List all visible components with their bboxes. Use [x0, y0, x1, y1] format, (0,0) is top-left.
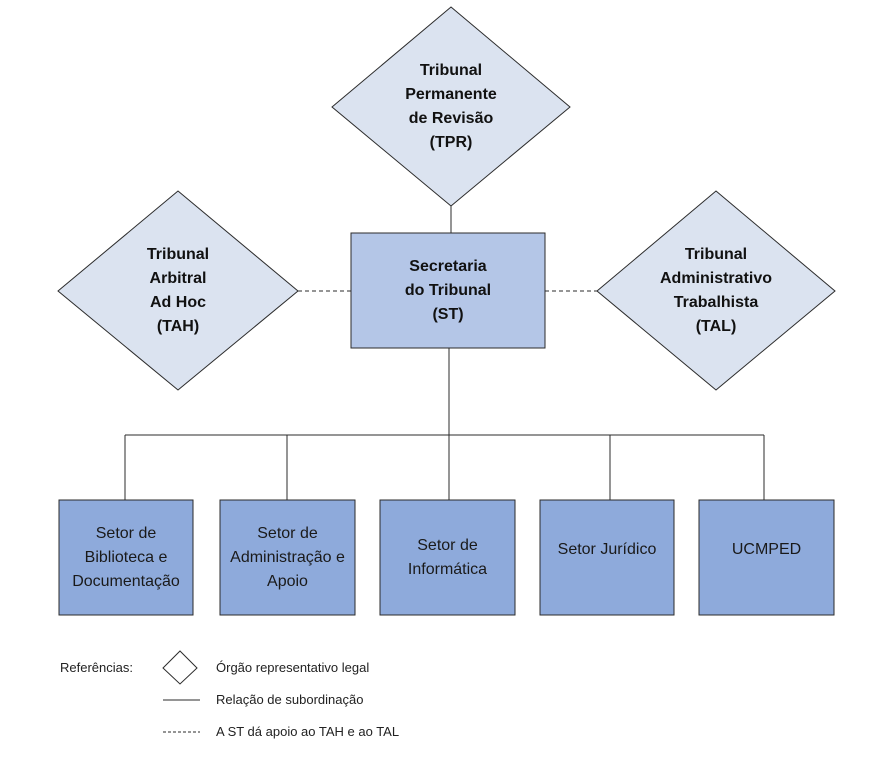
sector-1-line-1: Setor de: [95, 524, 157, 542]
legend-diamond-label: Órgão representativo legal: [216, 660, 370, 675]
legend-solid-label: Relação de subordinação: [216, 692, 364, 707]
sector-2-line-1: Setor de: [257, 524, 318, 542]
legend-title: Referências:: [60, 660, 133, 675]
sector-box-5: [698, 499, 835, 616]
tpr-diamond: [331, 6, 571, 207]
tah-line-2: Arbitral: [149, 270, 207, 287]
sector-label-ucmped: UCMPED: [699, 500, 834, 600]
sector-label-juridico: Setor Jurídico: [540, 500, 674, 600]
tal-line-2: Administrativo: [659, 270, 772, 287]
sector-1-line-3: Documentação: [72, 572, 180, 590]
sector-label-administracao: Setor de Administração e Apoio: [220, 500, 355, 615]
st-box: [350, 232, 546, 349]
sector-label-biblioteca: Setor de Biblioteca e Documentação: [59, 500, 193, 615]
tah-line-3: Ad Hoc: [150, 294, 206, 311]
tah-label: Tribunal Arbitral Ad Hoc (TAH): [108, 241, 248, 341]
sector-label-informatica: Setor de Informática: [380, 500, 515, 615]
sector-box-2: [219, 499, 356, 616]
legend-dashed-label: A ST dá apoio ao TAH e ao TAL: [216, 724, 400, 739]
tpr-line-2: Permanente: [405, 86, 497, 103]
sector-box-1: [58, 499, 194, 616]
legend-diamond-icon: [162, 650, 198, 685]
tal-label: Tribunal Administrativo Trabalhista (TAL…: [636, 241, 796, 341]
tah-line-1: Tribunal: [146, 246, 210, 263]
tal-line-1: Tribunal: [684, 246, 748, 263]
tal-diamond: [596, 190, 836, 391]
st-line-2: do Tribunal: [404, 281, 492, 299]
st-line-1: Secretaria: [409, 257, 487, 275]
tpr-line-4: (TPR): [429, 134, 473, 151]
tal-line-3: Trabalhista: [673, 294, 759, 311]
tah-line-4: (TAH): [156, 318, 200, 335]
sector-3-line-2: Informática: [407, 560, 488, 578]
sector-4-line-1: Setor Jurídico: [557, 541, 657, 558]
sector-1-line-2: Biblioteca e: [84, 548, 168, 566]
tpr-line-3: de Revisão: [408, 110, 494, 127]
sector-3-line-1: Setor de: [417, 536, 478, 554]
st-label: Secretaria do Tribunal (ST): [351, 233, 545, 348]
tpr-line-1: Tribunal: [419, 62, 483, 79]
sector-2-line-2: Administração e: [230, 548, 345, 566]
sector-box-3: [379, 499, 516, 616]
st-line-3: (ST): [432, 305, 464, 323]
tah-diamond: [57, 190, 299, 391]
sector-5-line-1: UCMPED: [731, 541, 802, 558]
sector-2-line-3: Apoio: [267, 572, 308, 590]
tal-line-4: (TAL): [695, 318, 737, 335]
sector-box-4: [539, 499, 675, 616]
tpr-label: Tribunal Permanente de Revisão (TPR): [381, 57, 521, 157]
